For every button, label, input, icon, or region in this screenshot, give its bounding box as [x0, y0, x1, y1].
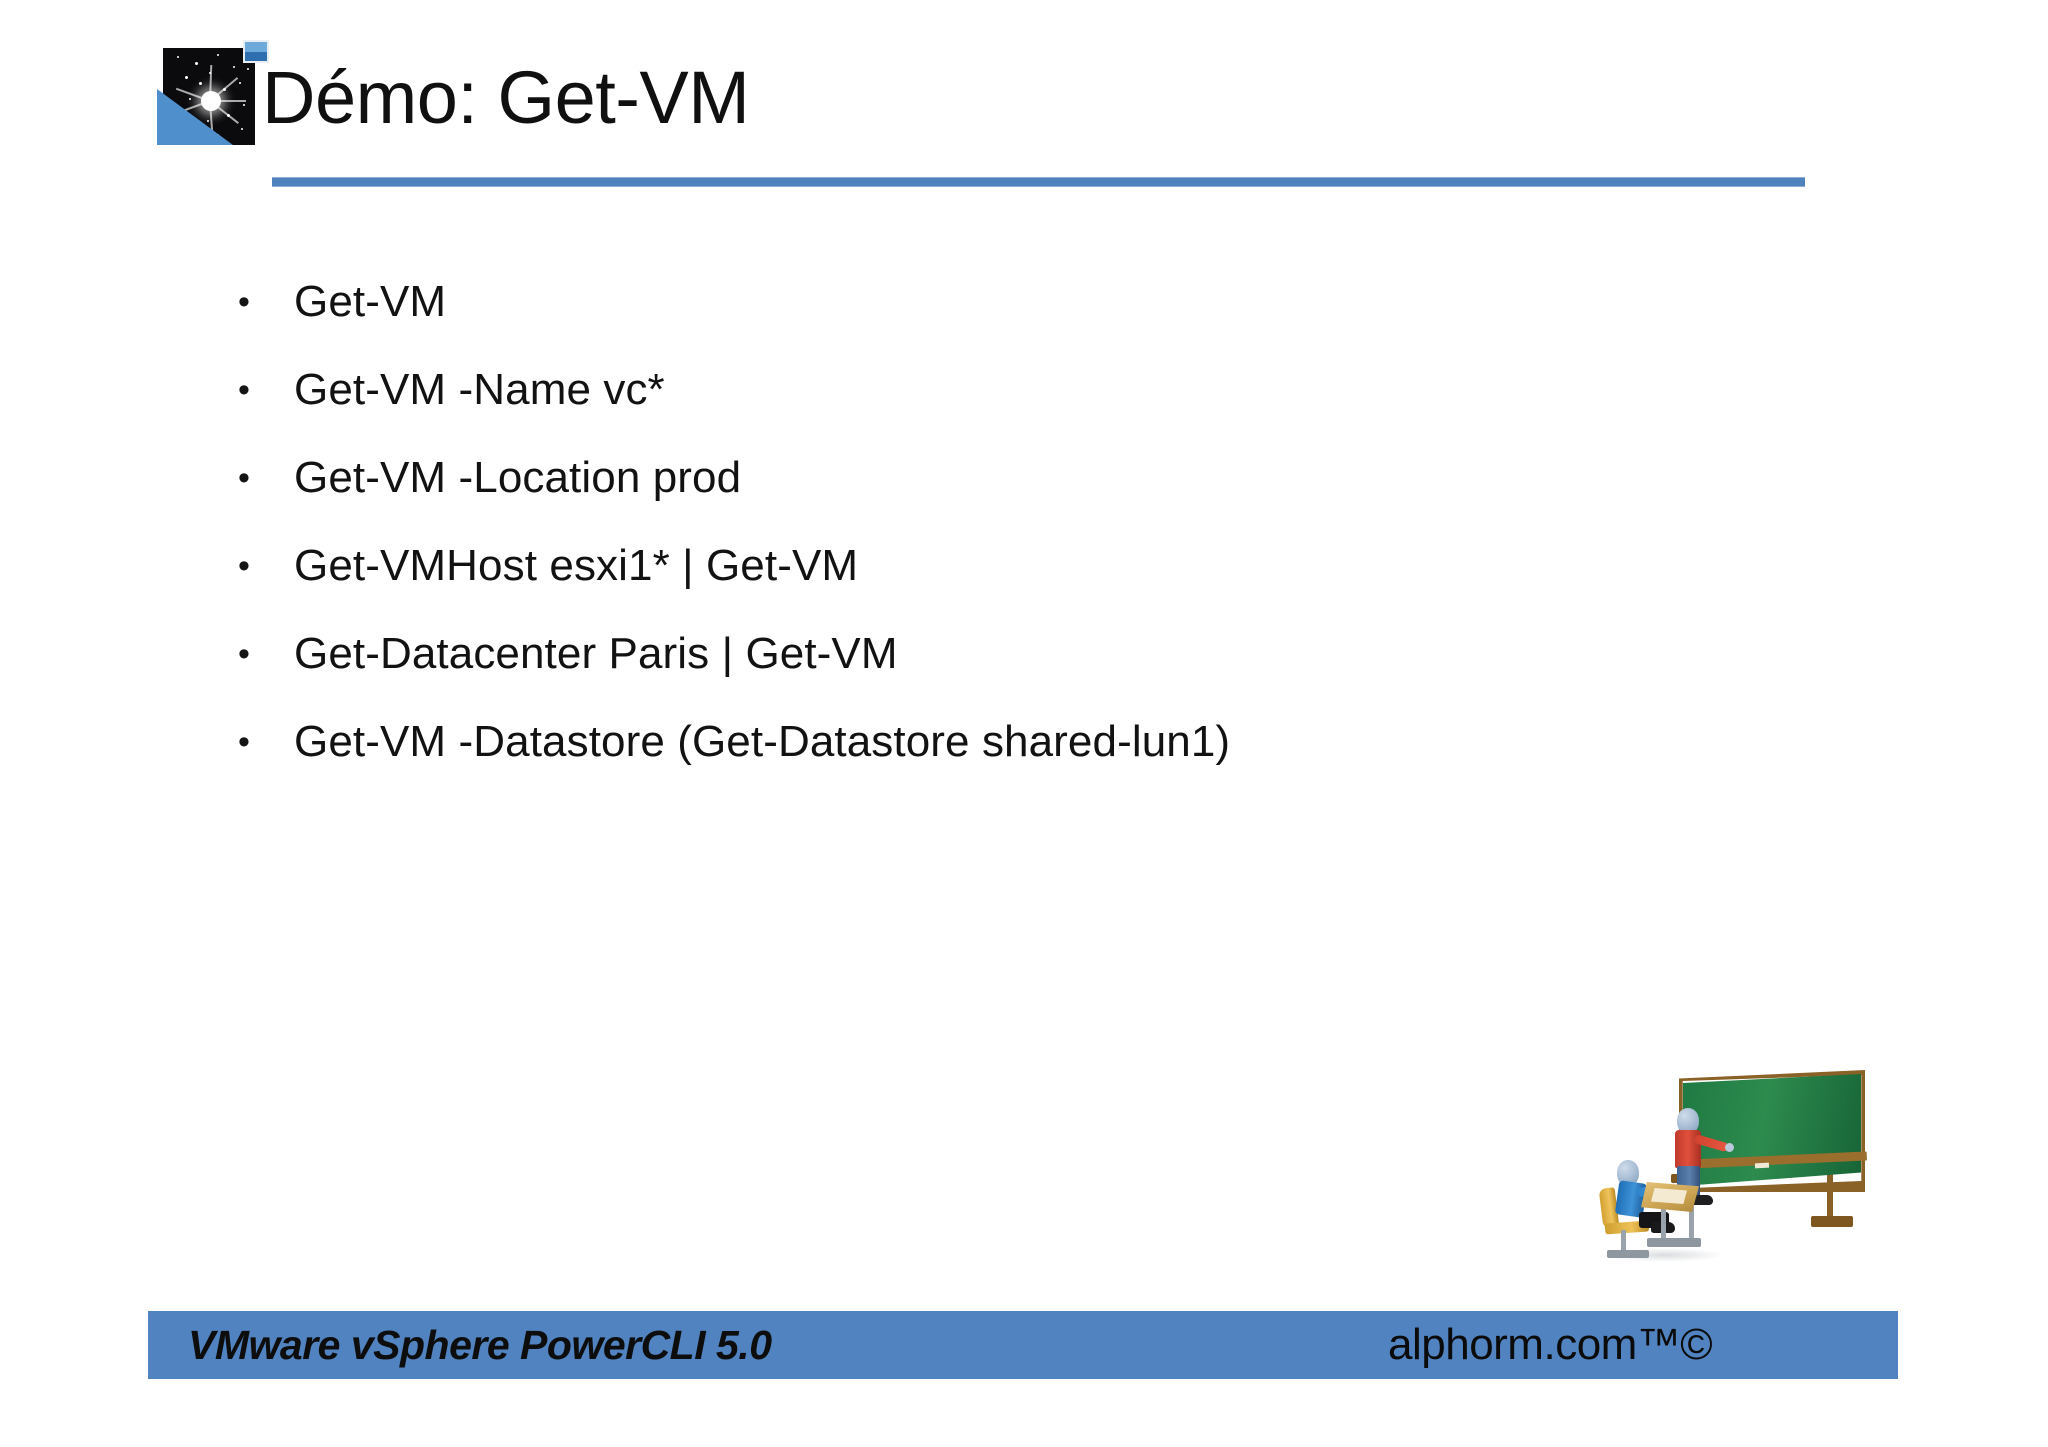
logo-starburst — [201, 91, 221, 111]
teacher-hand — [1725, 1143, 1734, 1152]
footer-brand: alphorm.com™© — [1388, 1320, 1713, 1369]
list-item: • Get-VM -Location prod — [232, 434, 1832, 522]
chalkboard-surface — [1683, 1074, 1861, 1186]
student-head — [1617, 1160, 1639, 1186]
chair-base — [1607, 1250, 1649, 1258]
bullet-text: Get-VM — [294, 276, 447, 326]
bullet-text: Get-VM -Datastore (Get-Datastore shared-… — [294, 716, 1231, 766]
logo-blue-badge-icon — [243, 40, 269, 63]
bullet-marker-icon: • — [238, 723, 250, 761]
bullet-text: Get-VM -Location prod — [294, 452, 742, 502]
footer-bar: VMware vSphere PowerCLI 5.0 alphorm.com™… — [148, 1311, 1898, 1379]
bullet-text: Get-VM -Name vc* — [294, 364, 665, 414]
list-item: • Get-VM — [232, 258, 1832, 346]
bullet-list: • Get-VM • Get-VM -Name vc* • Get-VM -Lo… — [232, 258, 1832, 786]
desk-base — [1647, 1238, 1701, 1247]
alphorm-star-logo-icon — [140, 40, 269, 185]
bullet-marker-icon: • — [238, 635, 250, 673]
bullet-marker-icon: • — [238, 547, 250, 585]
title-underline-rule — [272, 177, 1805, 187]
desk-paper — [1651, 1188, 1687, 1204]
desk-leg-back — [1689, 1200, 1694, 1240]
list-item: • Get-VM -Name vc* — [232, 346, 1832, 434]
list-item: • Get-Datacenter Paris | Get-VM — [232, 610, 1832, 698]
classroom-illustration — [1595, 1070, 1895, 1275]
footer-course-title: VMware vSphere PowerCLI 5.0 — [188, 1321, 772, 1368]
chair-leg — [1621, 1230, 1626, 1254]
bullet-marker-icon: • — [238, 459, 250, 497]
chalk-piece — [1754, 1162, 1770, 1169]
chalkboard-right-foot — [1811, 1216, 1853, 1227]
bullet-text: Get-Datacenter Paris | Get-VM — [294, 628, 898, 678]
bullet-marker-icon: • — [238, 283, 250, 321]
desk-leg-front — [1661, 1206, 1666, 1244]
teacher-head — [1677, 1108, 1699, 1134]
list-item: • Get-VM -Datastore (Get-Datastore share… — [232, 698, 1832, 786]
page-title: Démo: Get-VM — [262, 56, 750, 139]
list-item: • Get-VMHost esxi1* | Get-VM — [232, 522, 1832, 610]
bullet-text: Get-VMHost esxi1* | Get-VM — [294, 540, 859, 590]
teacher-shoes — [1687, 1195, 1713, 1205]
title-row: Démo: Get-VM — [0, 0, 2048, 200]
bullet-marker-icon: • — [238, 371, 250, 409]
